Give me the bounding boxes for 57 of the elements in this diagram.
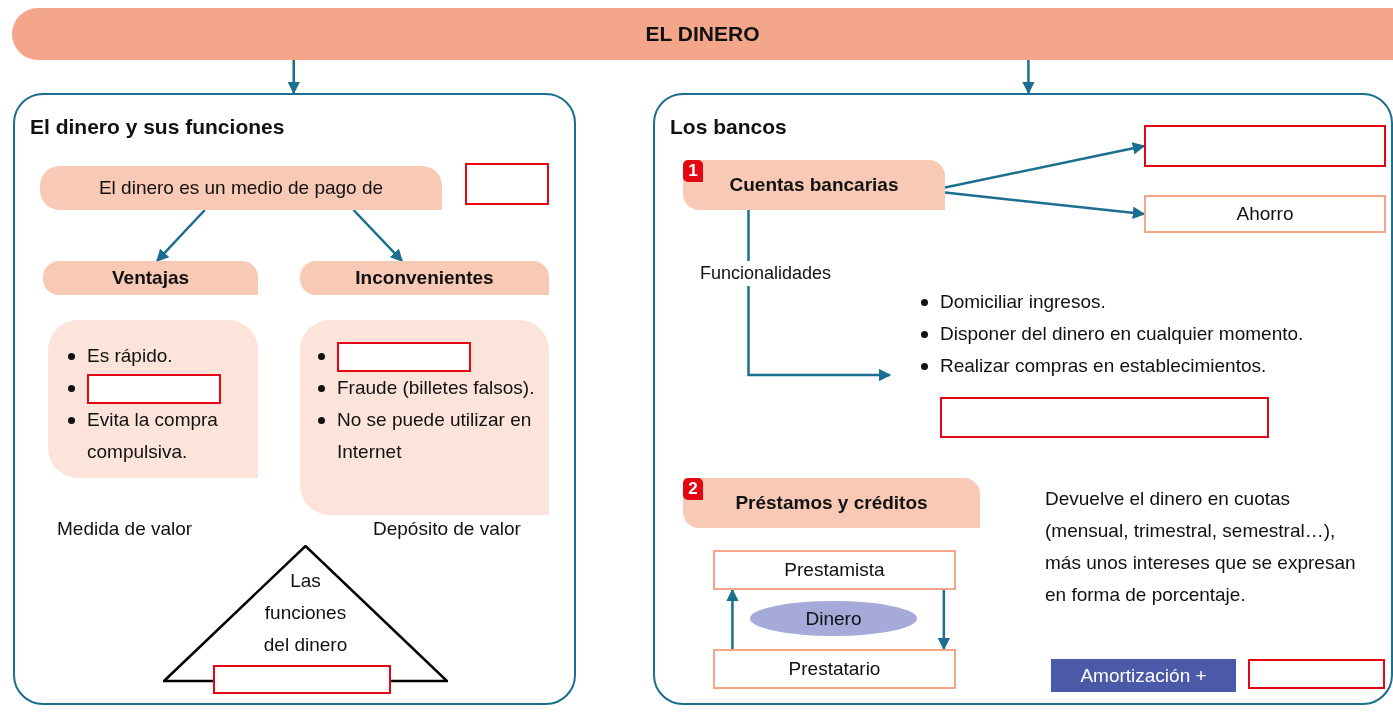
arrow <box>726 588 739 649</box>
side-label: Depósito de valor <box>373 518 521 540</box>
heading-box <box>300 261 549 295</box>
section-heading: El dinero y sus funciones <box>30 115 285 139</box>
arrow <box>352 209 403 262</box>
arrow <box>1022 60 1035 95</box>
number-badge: 1 <box>683 160 703 182</box>
outlined-box <box>713 550 956 590</box>
node-text: Préstamos y créditos <box>735 492 928 514</box>
arrow <box>156 209 206 262</box>
list-card <box>300 320 549 515</box>
side-label: Medida de valor <box>57 518 193 540</box>
node-text: EL DINERO <box>645 22 760 46</box>
section-panel <box>653 93 1393 705</box>
node-text: Las funciones del dinero <box>262 569 349 657</box>
filled-box <box>1051 659 1236 692</box>
heading-box <box>40 166 442 210</box>
heading-box <box>683 160 945 210</box>
list-item: Domiciliar ingresos. <box>940 290 1107 314</box>
list-item: Realizar compras en establecimientos. <box>940 354 1268 378</box>
note-text: Devuelve el dinero en cuotas (mensual, trimestral, semestral…), más unos intereses que se expresan en forma de porcentaje. <box>1045 487 1357 607</box>
node-text: Dinero <box>805 607 862 630</box>
node-text: Ventajas <box>111 267 190 289</box>
arrow <box>287 60 300 95</box>
list-item: No se puede utilizar en Internet <box>337 408 533 464</box>
list-item: Fraude (billetes falsos). <box>337 376 536 400</box>
edge-label: Funcionalidades <box>700 261 832 286</box>
arrow <box>937 590 951 651</box>
answer-box <box>337 342 471 372</box>
node-text: Prestatario <box>788 658 881 680</box>
node-text: El dinero es un medio de pago de <box>98 177 384 199</box>
outlined-box <box>713 649 956 689</box>
list-item: Disponer del dinero en cualquier momento. <box>940 322 1305 346</box>
answer-box <box>465 163 549 205</box>
answer-box <box>87 374 221 404</box>
title-bar <box>12 8 1393 60</box>
list-card <box>48 320 258 478</box>
answer-box <box>1144 125 1386 167</box>
heading-box <box>683 478 980 528</box>
node-text: Amortización + <box>1080 664 1207 687</box>
list-item: Es rápido. <box>87 344 174 368</box>
answer-box <box>940 397 1269 438</box>
node-text: Prestamista <box>784 559 885 581</box>
arrow <box>944 191 1146 219</box>
arrow <box>944 142 1146 189</box>
number-badge: 2 <box>683 478 703 500</box>
outlined-box <box>1144 195 1386 233</box>
list-item: Evita la compra compulsiva. <box>87 408 219 464</box>
answer-box <box>213 665 391 694</box>
heading-box <box>43 261 258 295</box>
section-heading: Los bancos <box>670 115 787 139</box>
node-text: Cuentas bancarias <box>729 174 899 196</box>
node-text: Ahorro <box>1236 203 1294 225</box>
node-text: Inconvenientes <box>355 267 494 289</box>
answer-box <box>1248 659 1385 689</box>
arrow <box>747 210 892 382</box>
section-panel <box>13 93 576 705</box>
